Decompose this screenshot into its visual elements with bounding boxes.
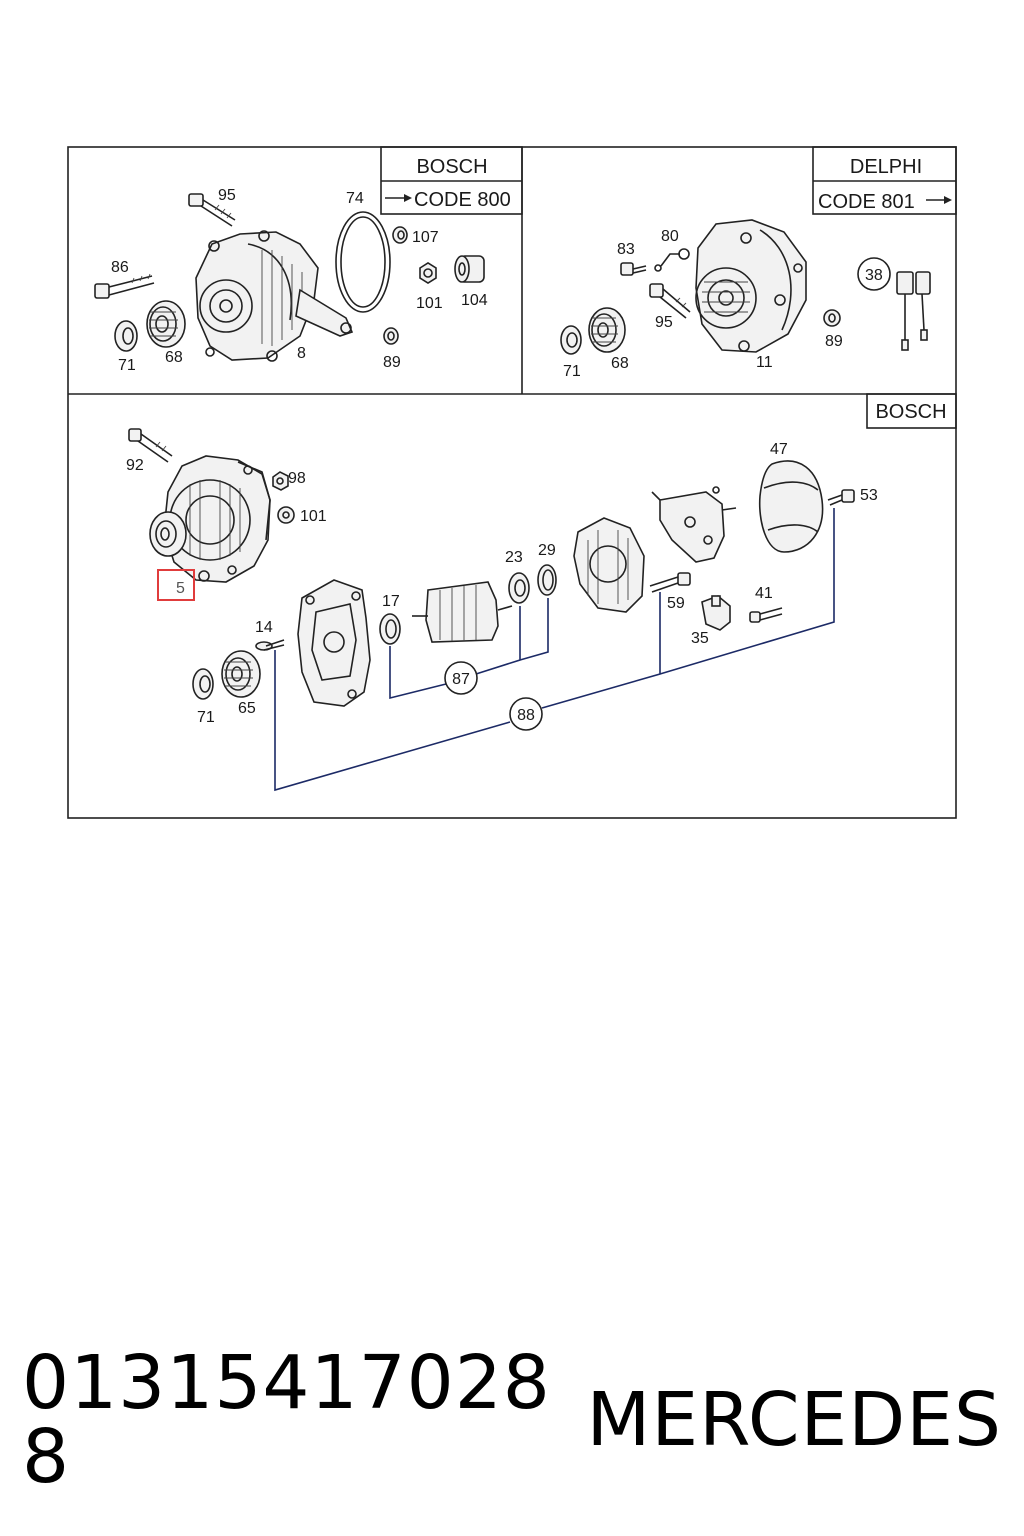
part-washer-101-b — [277, 506, 295, 524]
part-bearing-23 — [508, 572, 530, 604]
part-nut-101-tl — [419, 262, 437, 284]
part-bolt-83 — [620, 262, 647, 276]
highlight-box-part-5[interactable] — [157, 569, 195, 601]
manufacturer-name: MERCEDES — [586, 1377, 1002, 1463]
callout-68-tl: 68 — [165, 349, 183, 366]
callout-38: 38 — [865, 267, 883, 284]
callout-104: 104 — [461, 292, 488, 309]
part-alternator-5 — [149, 455, 271, 583]
callout-87: 87 — [452, 671, 470, 688]
callout-71-b: 71 — [197, 709, 215, 726]
callout-83: 83 — [617, 241, 635, 258]
part-bolt-14 — [255, 639, 285, 651]
part-alternator-8 — [195, 230, 354, 362]
callout-80: 80 — [661, 228, 679, 245]
panel-top-right: DELPHI CODE 801 — [560, 146, 957, 380]
callout-5: 5 — [176, 580, 185, 597]
caption-bar: 01315417028​8 MERCEDES — [0, 1346, 1024, 1494]
part-brush-holder-35 — [701, 595, 731, 631]
part-washer-107 — [392, 226, 408, 244]
part-bolt-92 — [128, 428, 173, 463]
part-bolt-59 — [649, 572, 691, 593]
part-bolt-95 — [188, 193, 236, 227]
part-sleeve-104 — [454, 255, 485, 283]
callout-86: 86 — [111, 259, 129, 276]
part-bolt-95-tr — [649, 283, 691, 319]
callout-95-tl: 95 — [218, 187, 236, 204]
brand-label-bosch-bottom: BOSCH — [875, 401, 946, 423]
kit-circle-87 — [444, 661, 478, 695]
part-bolt-86 — [94, 273, 155, 299]
callout-107: 107 — [412, 229, 439, 246]
callout-53: 53 — [860, 487, 878, 504]
code-label-801: CODE 801 — [818, 191, 915, 213]
part-nut-98 — [272, 471, 289, 491]
callout-89-tr: 89 — [825, 333, 843, 350]
part-bolt-53 — [827, 489, 855, 506]
callout-29: 29 — [538, 542, 556, 559]
part-nut-89-tl — [383, 327, 399, 345]
brand-label-bosch-top: BOSCH — [416, 156, 487, 178]
part-bolt-41 — [749, 607, 783, 623]
callout-71-tl: 71 — [118, 357, 136, 374]
part-ring-29 — [537, 564, 557, 596]
brand-label-delphi: DELPHI — [850, 156, 922, 178]
part-number: 01315417028​8 — [22, 1340, 551, 1500]
part-washer-71-tl — [114, 320, 138, 352]
panel-top-left: BOSCH CODE 800 — [94, 146, 523, 374]
kit-line-87 — [389, 598, 549, 700]
callout-98: 98 — [288, 470, 306, 487]
callout-89-tl: 89 — [383, 354, 401, 371]
part-rectifier — [651, 486, 737, 563]
part-pulley-68-tl — [146, 300, 186, 348]
callout-8: 8 — [297, 345, 306, 362]
part-alternator-11 — [695, 219, 807, 353]
callout-14: 14 — [255, 619, 273, 636]
callout-88: 88 — [517, 707, 535, 724]
callout-65: 65 — [238, 700, 256, 717]
code-label-800: CODE 800 — [414, 189, 511, 211]
exploded-parts-diagram: BOSCH CODE 800 — [67, 146, 957, 819]
callout-35: 35 — [691, 630, 709, 647]
part-harness-38 — [857, 257, 931, 351]
callout-68-tr: 68 — [611, 355, 629, 372]
part-connector-80 — [654, 248, 690, 272]
callout-101-tl: 101 — [416, 295, 443, 312]
callout-23: 23 — [505, 549, 523, 566]
callout-47: 47 — [770, 441, 788, 458]
part-belt-74 — [335, 211, 391, 313]
panel-bottom: BOSCH — [126, 393, 957, 792]
part-pulley-68-tr — [588, 307, 626, 353]
part-cap-47 — [758, 460, 824, 553]
callout-101-b: 101 — [300, 508, 327, 525]
callout-74: 74 — [346, 190, 364, 207]
callout-71-tr: 71 — [563, 363, 581, 380]
part-rotor — [412, 581, 513, 643]
kit-circle-88 — [509, 697, 543, 731]
part-pulley-65 — [221, 650, 261, 698]
callout-11: 11 — [756, 354, 773, 371]
callout-95-tr: 95 — [655, 314, 673, 331]
part-washer-71-b — [192, 668, 214, 700]
part-bearing-17 — [379, 613, 401, 645]
part-stator — [573, 517, 645, 613]
kit-line-88 — [274, 508, 835, 792]
callout-59: 59 — [667, 595, 685, 612]
part-washer-71-tr — [560, 325, 582, 355]
part-front-housing — [297, 579, 371, 707]
callout-41: 41 — [755, 585, 773, 602]
callout-92: 92 — [126, 457, 144, 474]
callout-17: 17 — [382, 593, 400, 610]
part-nut-89-tr — [823, 309, 841, 327]
